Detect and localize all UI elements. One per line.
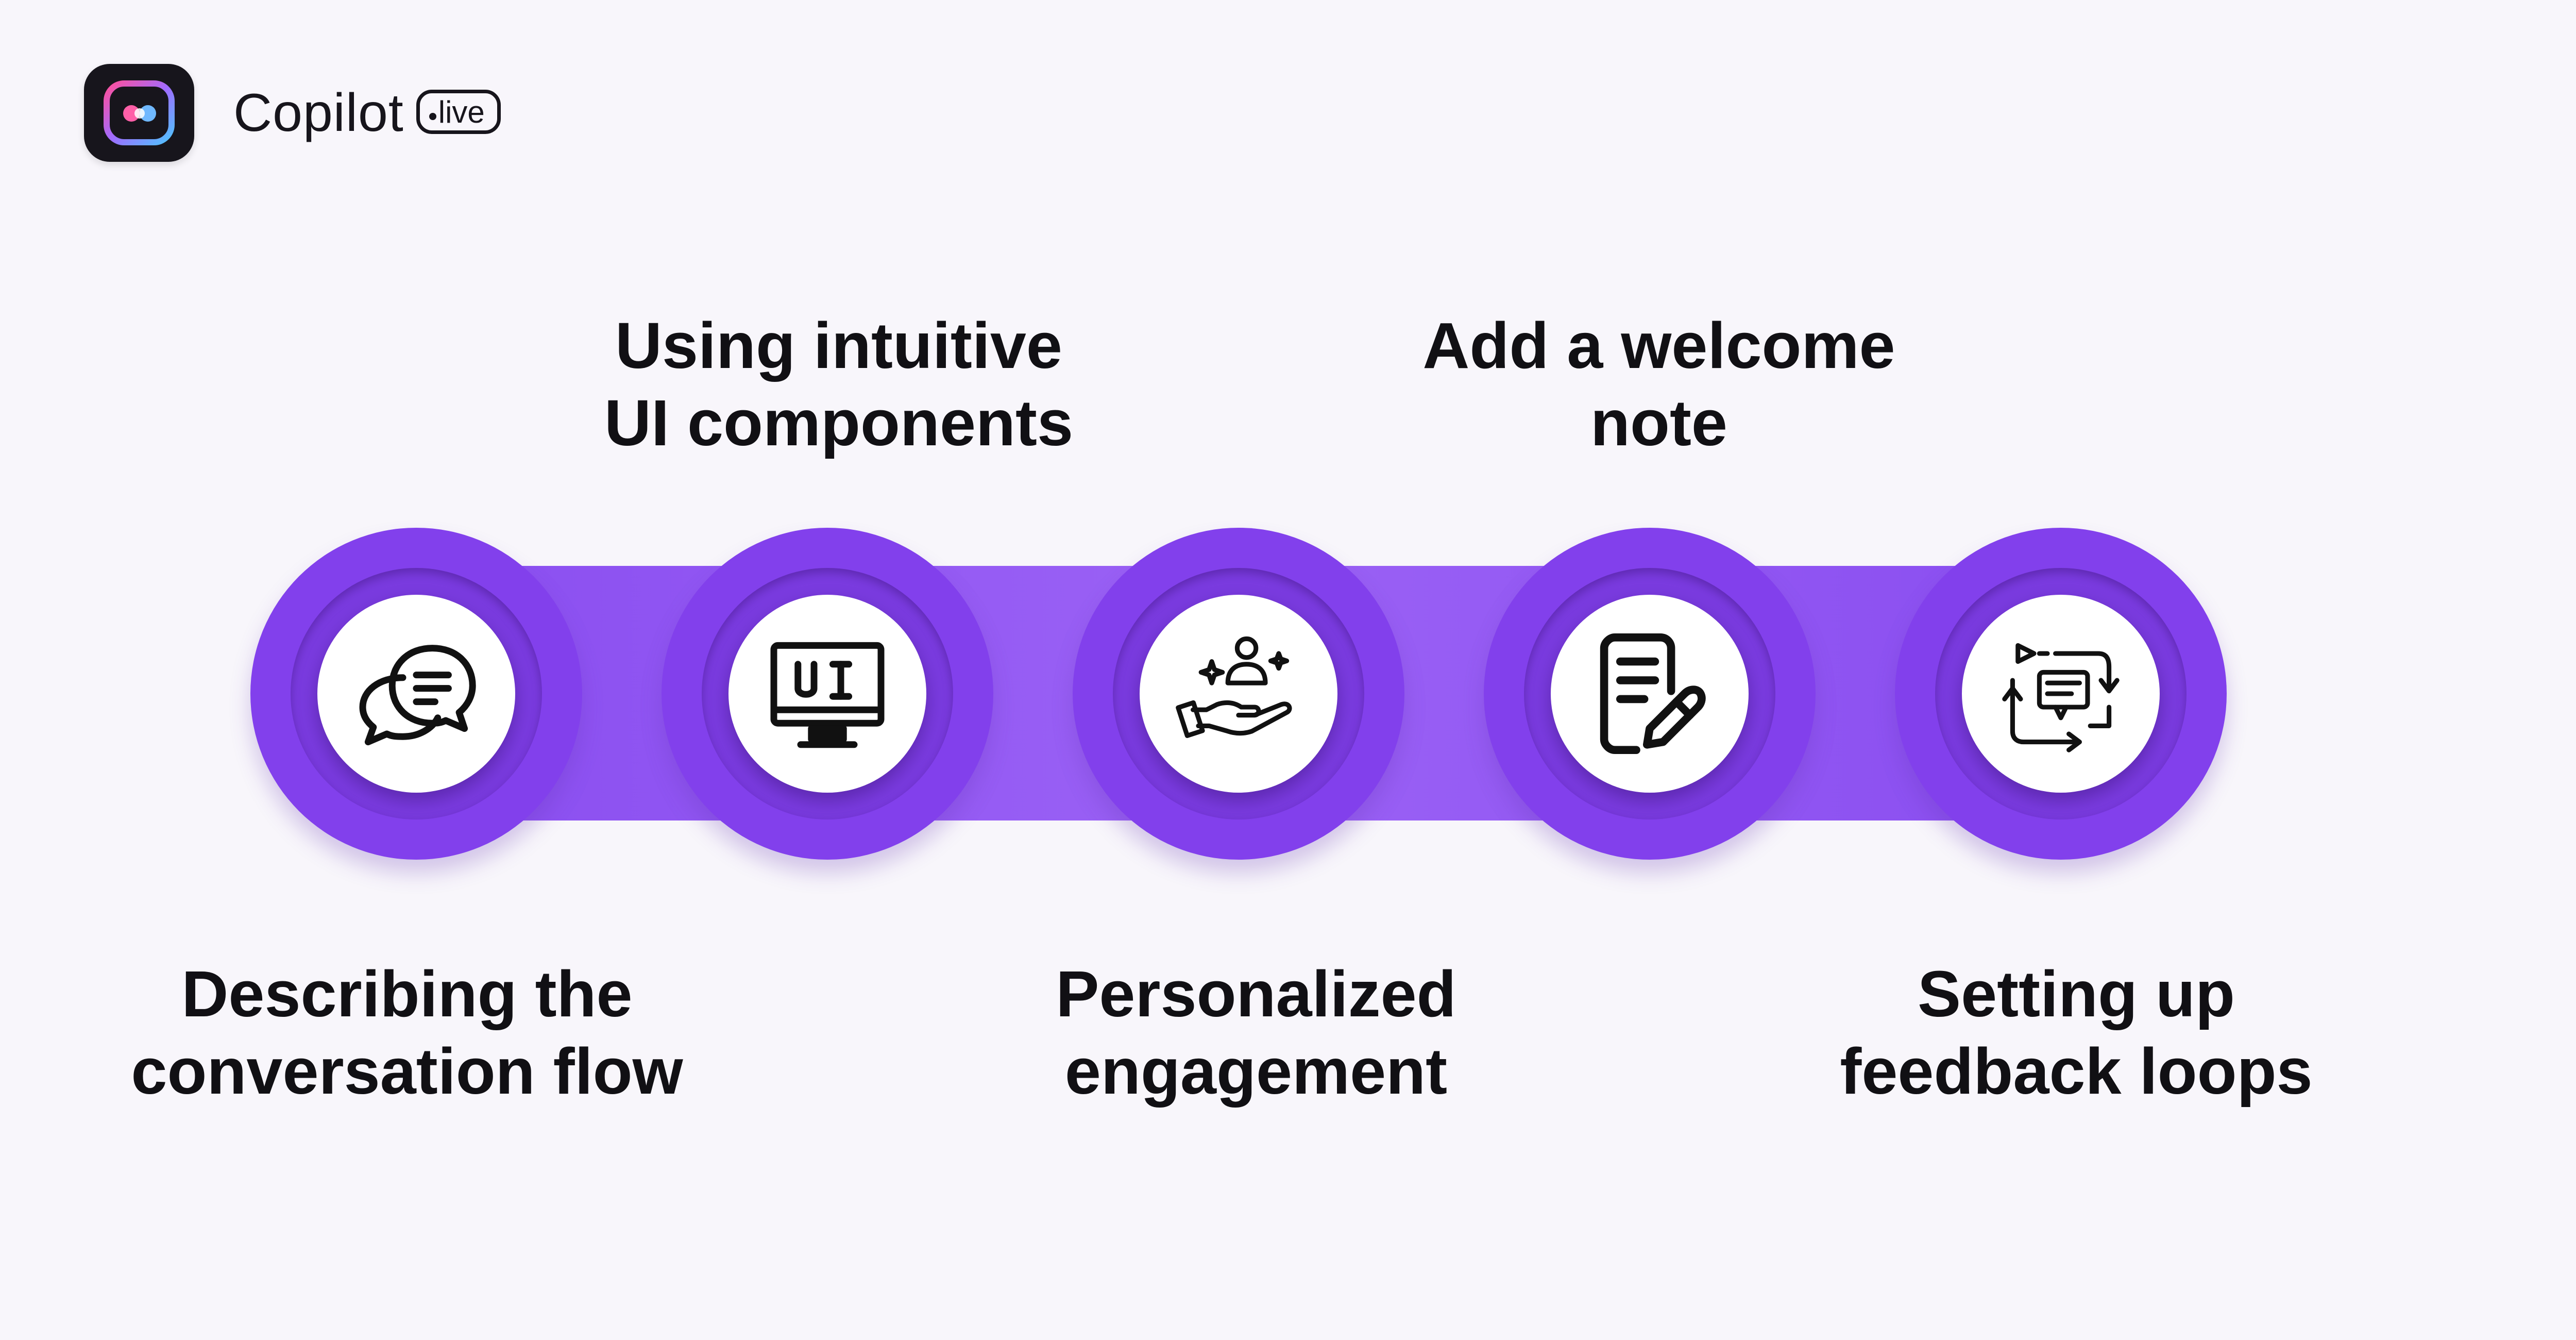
step-4: [1484, 528, 1816, 860]
document-pen-icon: [1583, 627, 1717, 761]
chat-bubbles-icon: [349, 627, 483, 761]
label-step-3: Personalized engagement: [1056, 958, 1456, 1108]
feedback-loop-icon: [1994, 627, 2128, 761]
brand-badge: live: [416, 90, 501, 134]
label-step-1: Describing the conversation flow: [131, 958, 683, 1108]
step-5: [1895, 528, 2227, 860]
step-disc: [1551, 595, 1749, 793]
brand-logo: Copilot live: [84, 64, 501, 162]
label-step-5: Setting up feedback loops: [1840, 958, 2313, 1108]
label-step-2: Using intuitive UI components: [604, 309, 1074, 459]
copilot-logo-icon: [84, 64, 194, 162]
step-1: [250, 528, 582, 860]
step-disc: [1140, 595, 1337, 793]
badge-text: live: [438, 94, 485, 129]
ui-monitor-icon: [760, 627, 894, 761]
badge-dot: [429, 113, 436, 120]
hand-person-icon: [1172, 627, 1306, 761]
step-2: [662, 528, 993, 860]
step-disc: [317, 595, 515, 793]
label-step-4: Add a welcome note: [1422, 309, 1895, 459]
brand-name: Copilot: [233, 83, 404, 143]
step-3: [1073, 528, 1404, 860]
step-disc: [728, 595, 926, 793]
